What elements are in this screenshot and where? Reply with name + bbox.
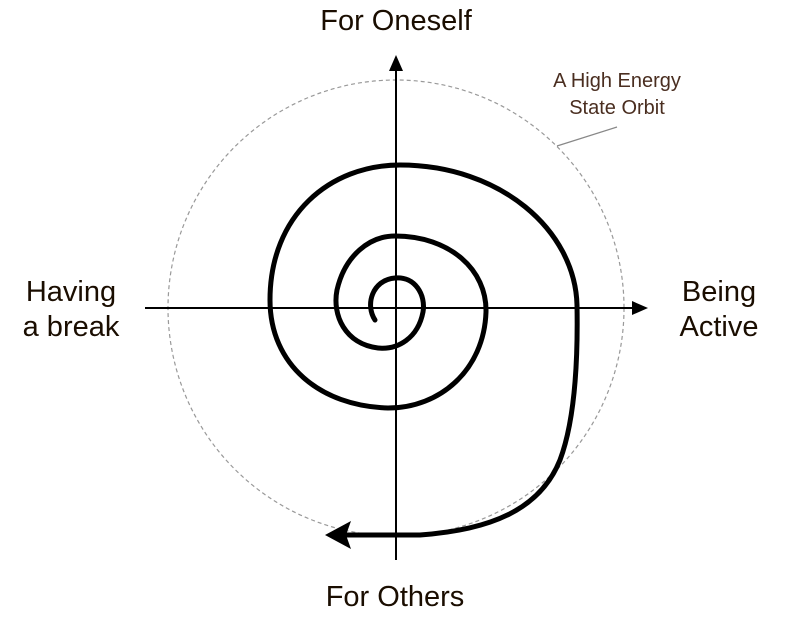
annotation-leader-line xyxy=(556,126,618,147)
label-having-a-break: Having a break xyxy=(0,275,142,345)
label-having-a-break-line2: a break xyxy=(22,311,120,343)
horizontal-axis-arrow-icon xyxy=(632,301,648,315)
label-for-oneself: For Oneself xyxy=(320,5,472,37)
spiral-path xyxy=(267,162,580,538)
label-being-active: Being Active xyxy=(660,275,778,345)
label-being-active-line1: Being xyxy=(681,276,757,308)
label-being-active-line2: Active xyxy=(679,311,759,343)
spiral-arrowhead-icon xyxy=(325,521,351,549)
label-having-a-break-line1: Having xyxy=(25,276,117,308)
label-for-others: For Others xyxy=(325,581,465,613)
annotation-line1: A High Energy xyxy=(553,70,681,92)
vertical-axis-arrow-icon xyxy=(389,55,403,71)
annotation-line2: State Orbit xyxy=(569,97,665,119)
annotation-high-energy-orbit: A High Energy State Orbit xyxy=(527,68,707,122)
